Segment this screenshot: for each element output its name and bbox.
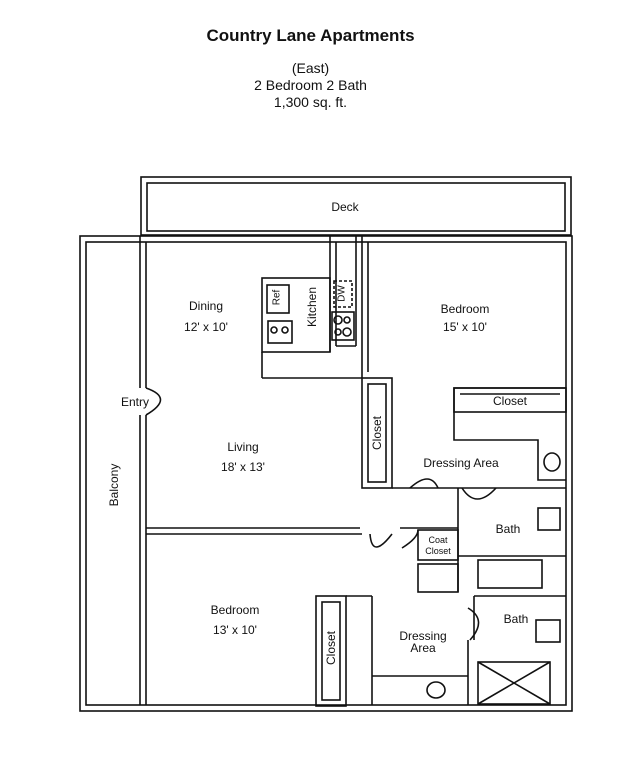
coat-closet [417, 529, 459, 561]
deck-label: Deck [331, 200, 359, 214]
bedroom1-closet-label: Closet [492, 394, 527, 408]
bath1-label: Bath [495, 522, 521, 536]
living-label: Living [227, 440, 259, 454]
bath1-tub [477, 559, 543, 589]
plan-area: 1,300 sq. ft. [273, 94, 348, 110]
dw-label: DW [336, 285, 348, 302]
dining-label: Dining [188, 299, 224, 313]
dining-size: 12' x 10' [184, 320, 228, 334]
bedroom2-door [369, 533, 393, 548]
living-size: 18' x 13' [221, 460, 265, 474]
bedroom2-size: 13' x 10' [213, 623, 257, 637]
bedroom2-label: Bedroom [210, 603, 260, 617]
dressing1-label: Dressing Area [423, 456, 499, 470]
bedroom1-closet [453, 387, 567, 413]
entry-door [145, 387, 162, 416]
dressing1-door [409, 478, 439, 489]
ref-label: Ref [271, 289, 283, 306]
bedroom1-label: Bedroom [440, 302, 490, 316]
kitchen-label: Kitchen [305, 286, 319, 328]
outer-wall [79, 235, 573, 712]
refrigerator [266, 284, 290, 314]
plan-layout: 2 Bedroom 2 Bath [254, 77, 367, 93]
dishwasher [333, 280, 353, 308]
bath2-toilet [535, 619, 561, 643]
bath2-label: Bath [503, 612, 529, 626]
dressing2-sink [426, 681, 446, 699]
bath2-shower [477, 661, 551, 705]
plan-title: Country Lane Apartments [206, 26, 415, 45]
coat-closet-label-1: Coat [428, 535, 448, 545]
entry-label: Entry [120, 395, 149, 409]
hall-closet [361, 377, 393, 489]
dressing1-sink [543, 452, 561, 472]
dressing2-label-2: Area [410, 641, 436, 655]
bedroom2-closet [315, 595, 347, 707]
hall-closet-label: Closet [370, 416, 384, 451]
dressing2-door [467, 607, 480, 641]
bath1-toilet [537, 507, 561, 531]
balcony-label: Balcony [107, 463, 121, 507]
coat-closet-label-2: Closet [425, 546, 451, 556]
bedroom1-size: 15' x 10' [443, 320, 487, 334]
deck-outline [140, 176, 572, 236]
bedroom2-closet-label: Closet [324, 631, 338, 666]
plan-wing: (East) [291, 60, 330, 76]
dressing2-label-1: Dressing [399, 629, 447, 643]
